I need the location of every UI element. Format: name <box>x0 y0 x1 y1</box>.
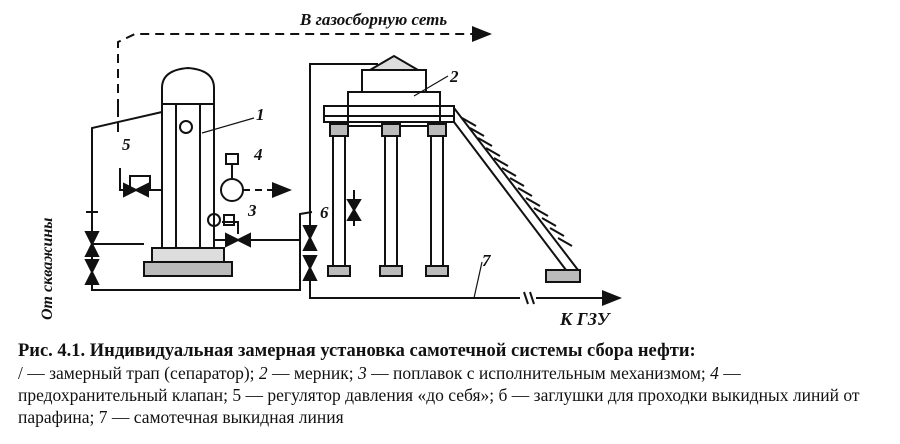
label-from-well: От скважины <box>39 218 56 320</box>
label-6: 6 <box>320 203 329 222</box>
legend-num: 5 <box>232 385 242 405</box>
legend-num: 4 <box>710 363 719 383</box>
legend-text: — замерный трап (сепаратор); <box>22 363 259 383</box>
legend-num: / <box>18 363 23 383</box>
legend-num: 2 <box>258 363 268 383</box>
legend-text: — мерник; <box>267 363 358 383</box>
measuring-unit-diagram: В газосборную сеть 1 5 4 3 <box>39 10 622 329</box>
legend-num: б <box>498 385 508 405</box>
leader-2 <box>413 75 449 97</box>
label-2: 2 <box>449 67 459 86</box>
measuring-tank <box>309 54 581 283</box>
legend-num: 3 <box>357 363 367 383</box>
legend-text: — поплавок с исполнительным механизмом; <box>366 363 711 383</box>
well-inlet <box>84 211 301 291</box>
figure-caption: Рис. 4.1. Индивидуальная замерная устано… <box>18 340 888 428</box>
legend-text: — заглушки для проходки выкидных линий о… <box>18 385 860 427</box>
float-mechanism <box>207 211 313 248</box>
gas-line <box>117 26 492 132</box>
legend-text: — регулятор давления «до себя»; <box>241 385 499 405</box>
pressure-regulator <box>91 111 163 236</box>
caption-title: Рис. 4.1. Индивидуальная замерная устано… <box>18 341 696 361</box>
leader-1 <box>201 117 255 134</box>
label-3: 3 <box>247 201 257 220</box>
label-4: 4 <box>253 145 263 164</box>
flow-line <box>309 280 622 306</box>
separator <box>143 66 233 277</box>
caption-legend: / — замерный трап (сепаратор); 2 — мерни… <box>18 362 888 428</box>
leader-7 <box>473 261 483 299</box>
label-to-kgzu: К ГЗУ <box>559 309 612 329</box>
tank-columns <box>327 123 449 277</box>
label-gas-network: В газосборную сеть <box>299 10 447 29</box>
legend-text: — самотечная выкидная линия <box>107 407 344 427</box>
label-1: 1 <box>256 105 265 124</box>
safety-valve <box>220 153 292 202</box>
label-7: 7 <box>482 251 492 270</box>
label-5: 5 <box>122 135 131 154</box>
legend-num: 7 <box>98 407 108 427</box>
plugs <box>302 225 318 281</box>
legend-text: — предохранительный клапан; <box>18 363 741 405</box>
